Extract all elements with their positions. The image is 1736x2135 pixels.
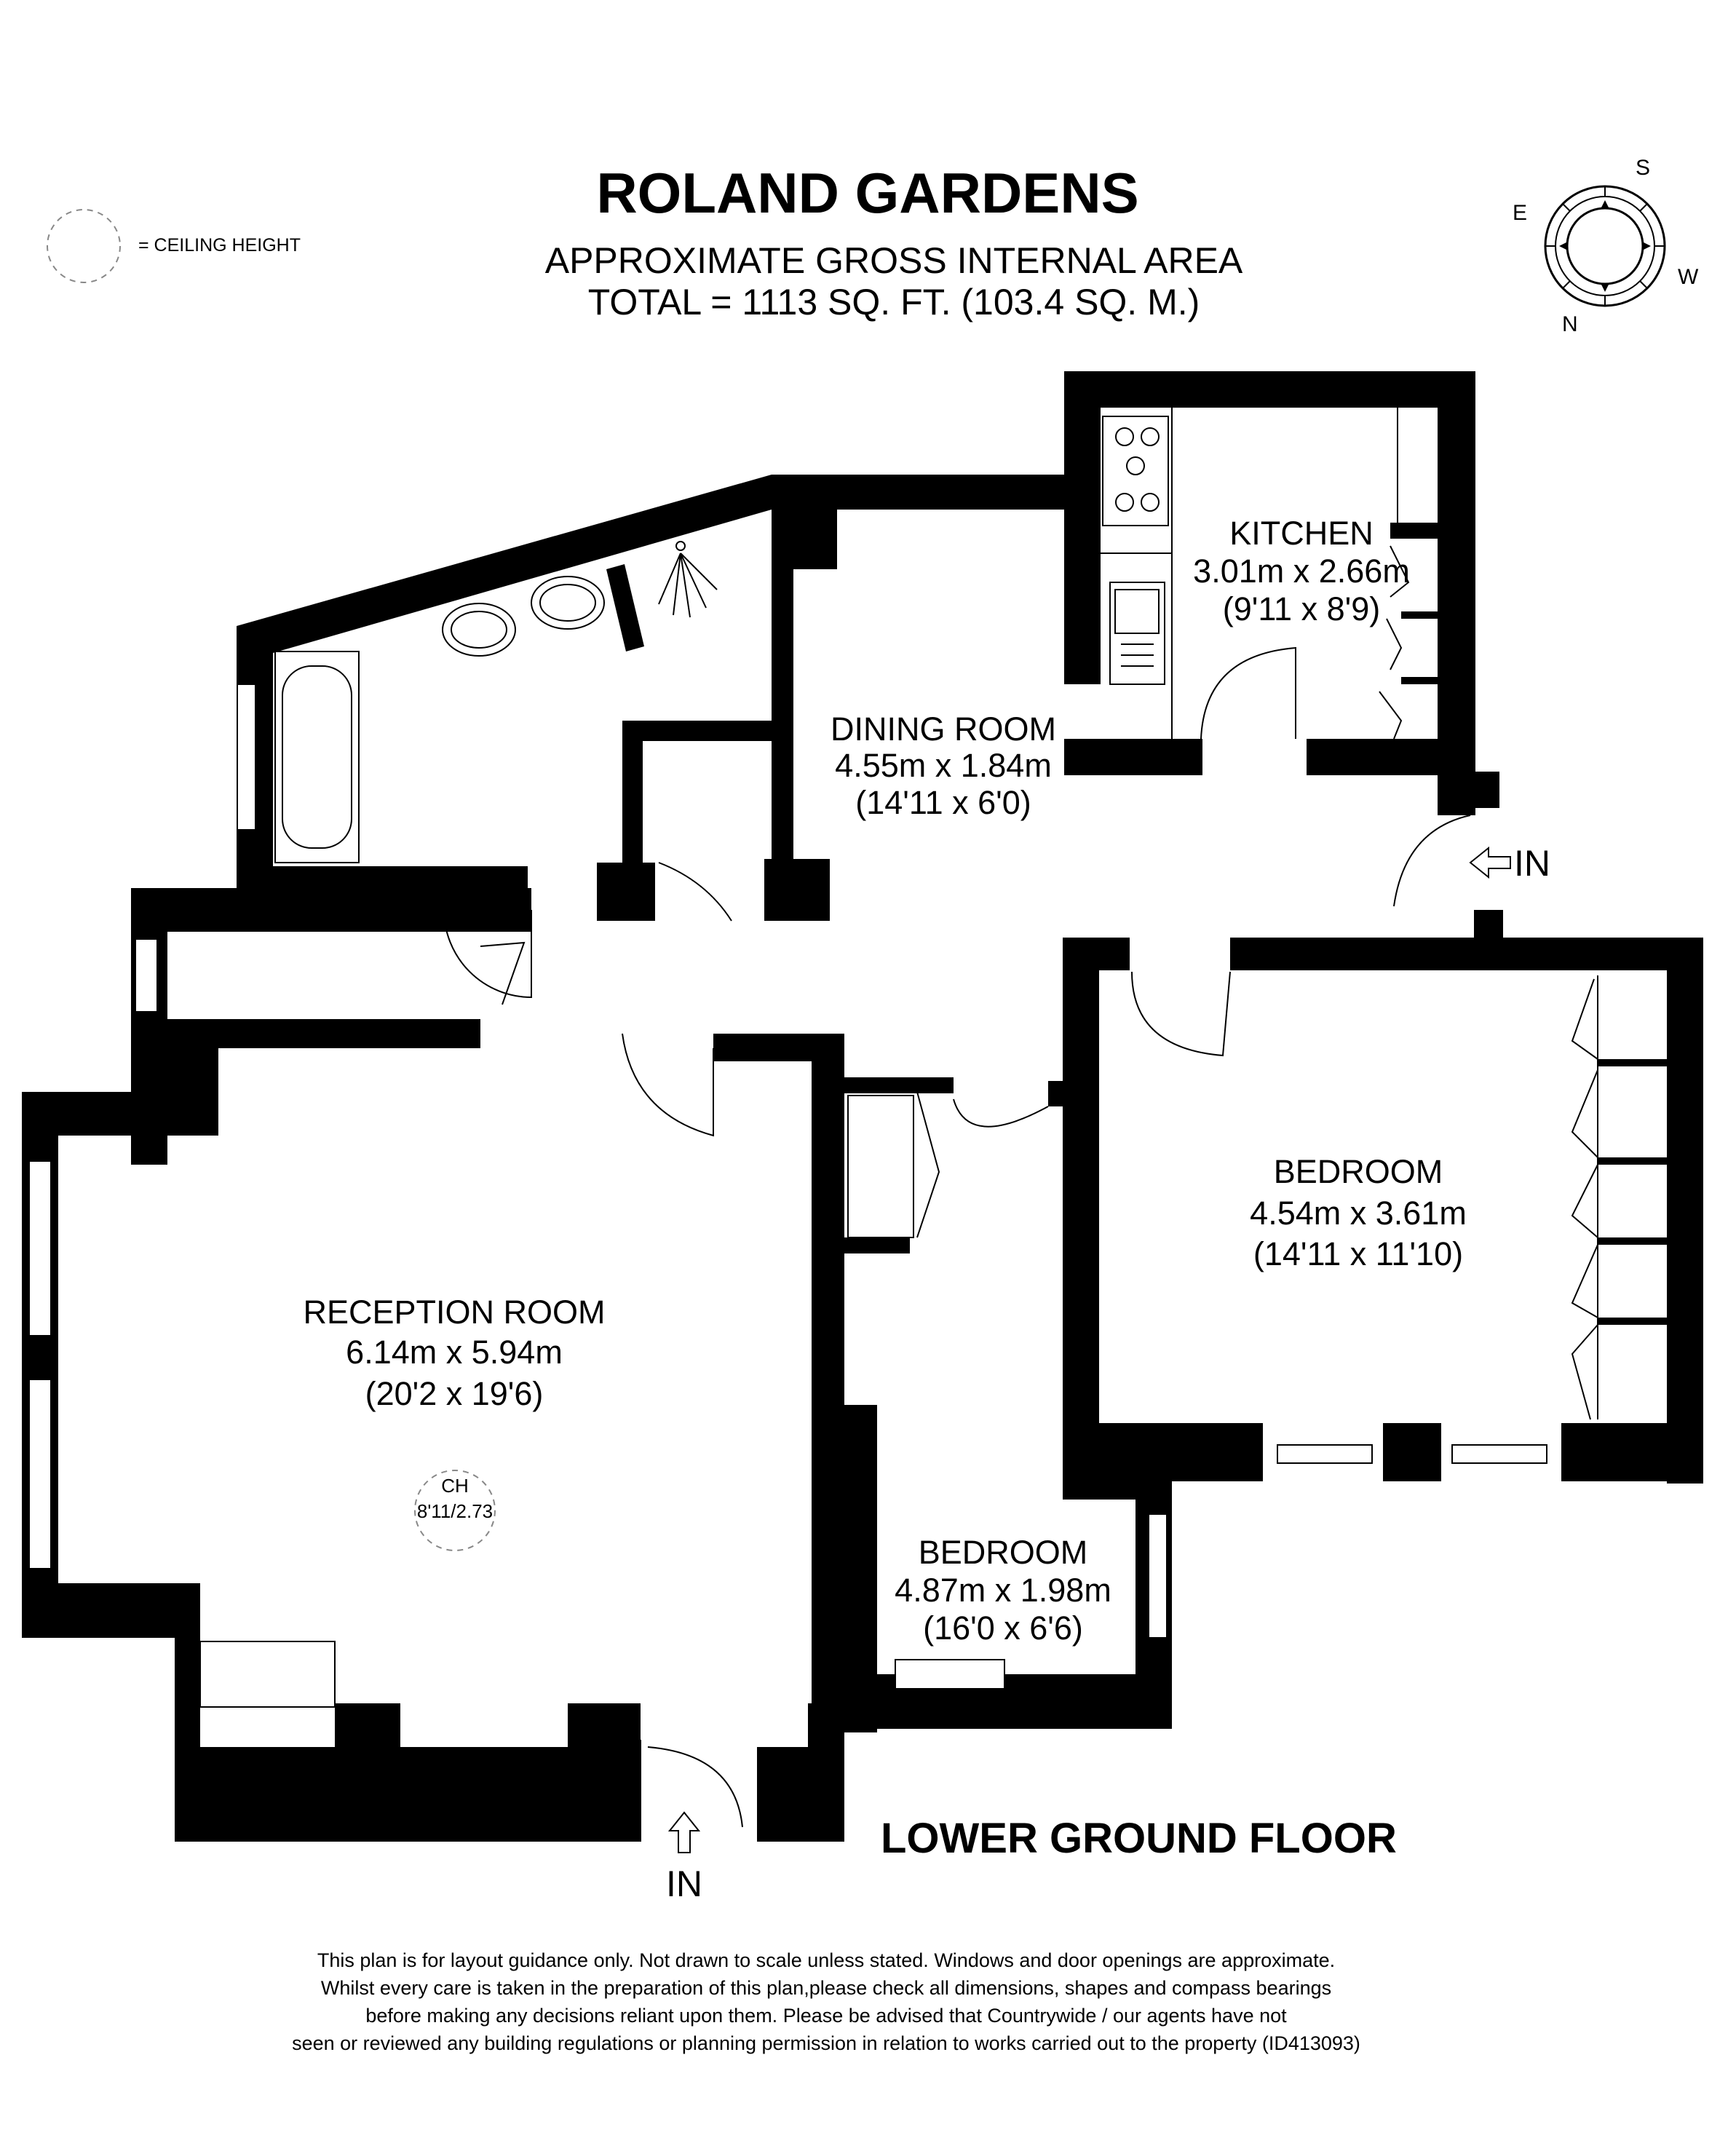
room-kitchen: KITCHEN 3.01m x 2.66m (9'11 x 8'9) <box>1193 515 1410 627</box>
legend-label: = CEILING HEIGHT <box>138 235 301 256</box>
room-name: BEDROOM <box>1274 1153 1443 1190</box>
compass-south: S <box>1636 156 1650 180</box>
disclaimer-line: before making any decisions reliant upon… <box>365 2005 1287 2027</box>
area-line-2: TOTAL = 1113 SQ. FT. (103.4 SQ. M.) <box>588 282 1200 322</box>
doors <box>443 646 1471 1842</box>
area-line-1: APPROXIMATE GROSS INTERNAL AREA <box>545 240 1243 281</box>
floor-label: LOWER GROUND FLOOR <box>881 1815 1397 1862</box>
room-metric: 4.55m x 1.84m <box>835 747 1052 784</box>
room-dining: DINING ROOM 4.55m x 1.84m (14'11 x 6'0) <box>831 710 1056 821</box>
entrance-label: IN <box>666 1863 702 1904</box>
room-name: BEDROOM <box>919 1534 1088 1571</box>
wardrobe <box>1571 975 1667 1420</box>
room-imperial: (14'11 x 11'10) <box>1253 1235 1463 1272</box>
disclaimer: This plan is for layout guidance only. N… <box>292 1949 1360 2054</box>
room-name: RECEPTION ROOM <box>303 1294 605 1331</box>
room-name: DINING ROOM <box>831 710 1056 748</box>
compass-north: N <box>1562 312 1578 336</box>
disclaimer-line: This plan is for layout guidance only. N… <box>317 1949 1335 1971</box>
basin-icon <box>442 576 605 657</box>
room-imperial: (14'11 x 6'0) <box>855 784 1031 821</box>
compass-east: E <box>1513 201 1527 225</box>
ceiling-height-legend-icon <box>47 209 121 283</box>
room-imperial: (9'11 x 8'9) <box>1223 590 1380 627</box>
compass: S E W N <box>1513 156 1699 336</box>
room-name: KITCHEN <box>1229 515 1374 552</box>
room-metric: 6.14m x 5.94m <box>346 1334 563 1371</box>
compass-icon <box>1544 185 1666 307</box>
room-bedroom-main: BEDROOM 4.54m x 3.61m (14'11 x 11'10) <box>1250 1153 1467 1272</box>
windows <box>28 684 1547 1639</box>
room-imperial: (16'0 x 6'6) <box>923 1609 1083 1647</box>
legend: = CEILING HEIGHT <box>47 209 301 283</box>
room-bedroom-small: BEDROOM 4.87m x 1.98m (16'0 x 6'6) <box>895 1534 1111 1647</box>
sink-icon <box>1109 582 1165 685</box>
shower-icon <box>658 541 718 618</box>
ceiling-height-label: CH <box>441 1475 469 1497</box>
room-imperial: (20'2 x 19'6) <box>365 1375 544 1412</box>
room-reception: RECEPTION ROOM 6.14m x 5.94m (20'2 x 19'… <box>303 1294 605 1412</box>
entrance-front: IN <box>666 1811 702 1904</box>
entrance-side: IN <box>1469 843 1550 884</box>
entrance-arrow-left-icon <box>1469 846 1511 879</box>
ceiling-height-value: 8'11/2.73 <box>417 1500 493 1522</box>
hob-icon <box>1102 416 1169 526</box>
entrance-arrow-up-icon <box>667 1811 701 1853</box>
compass-west: W <box>1678 265 1699 289</box>
room-metric: 4.87m x 1.98m <box>895 1572 1111 1609</box>
bath-icon <box>274 651 360 863</box>
room-metric: 3.01m x 2.66m <box>1193 552 1410 590</box>
disclaimer-line: Whilst every care is taken in the prepar… <box>321 1977 1331 1999</box>
ceiling-height-marker: CH 8'11/2.73 <box>414 1470 496 1551</box>
plan-title: ROLAND GARDENS <box>596 161 1138 225</box>
entrance-label: IN <box>1514 843 1550 884</box>
room-metric: 4.54m x 3.61m <box>1250 1195 1467 1232</box>
fixtures <box>199 408 1667 1708</box>
disclaimer-line: seen or reviewed any building regulation… <box>292 2032 1360 2054</box>
